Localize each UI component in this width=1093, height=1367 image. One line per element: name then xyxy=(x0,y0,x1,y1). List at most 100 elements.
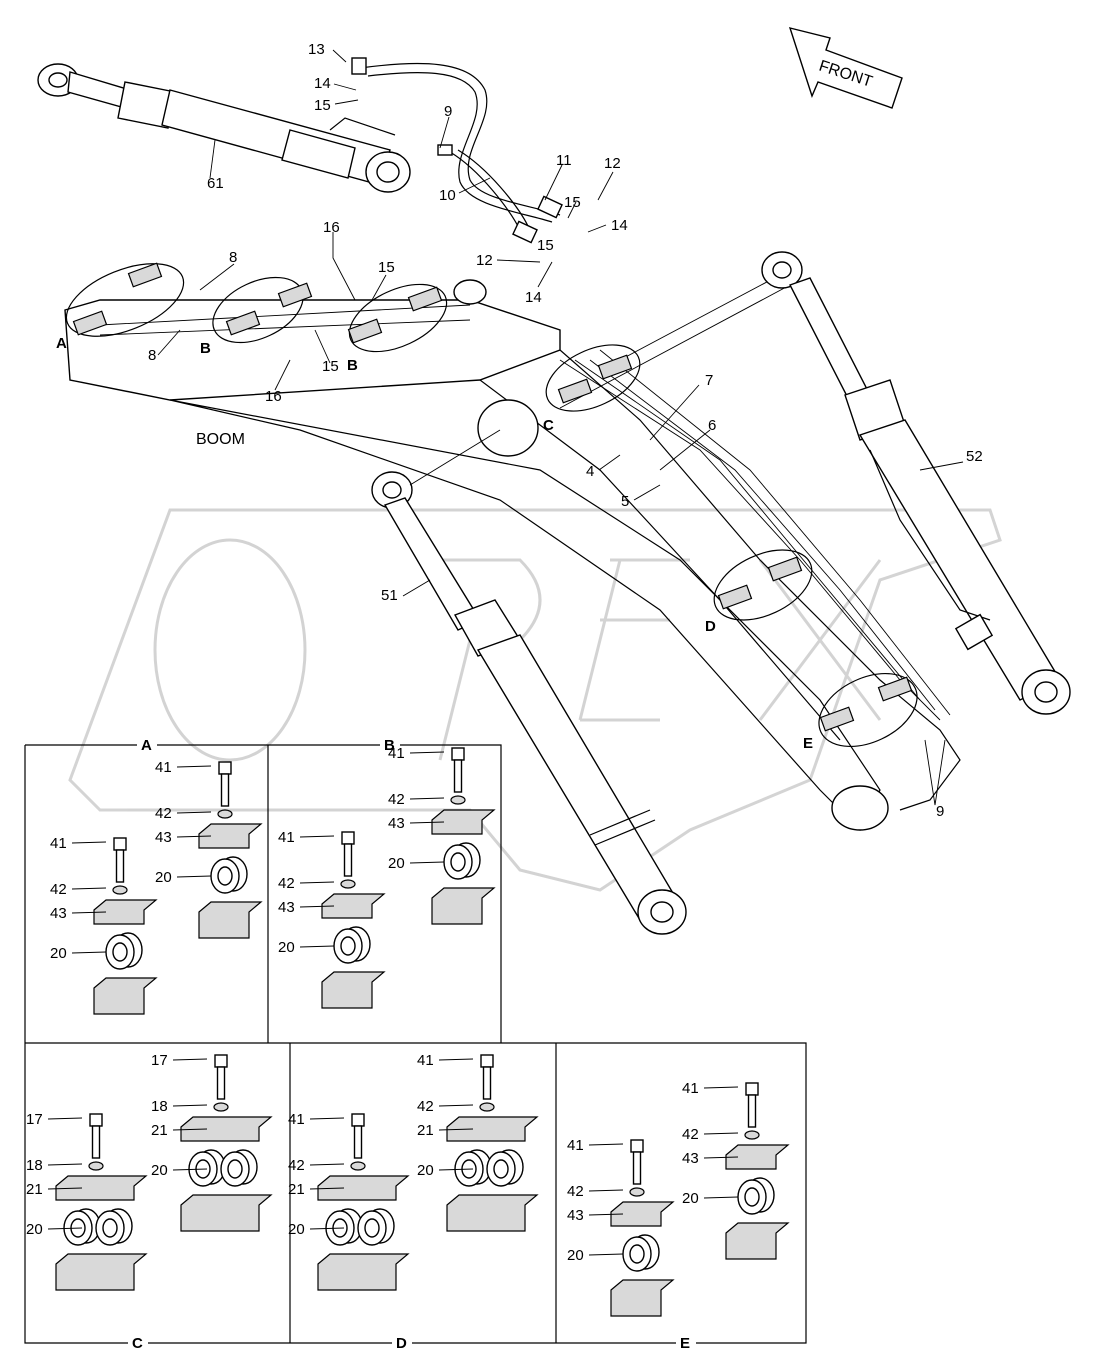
label-8b: 8 xyxy=(148,347,156,364)
callout-circles xyxy=(65,263,918,747)
label-15c: 15 xyxy=(537,237,554,254)
clamp-holder xyxy=(317,1253,410,1291)
front-arrow: FRONT xyxy=(788,27,903,109)
callout-b1: B xyxy=(200,340,211,357)
label-bolt: 41 xyxy=(50,835,67,852)
clamp-holder xyxy=(321,971,386,1009)
bushing-bore xyxy=(340,936,356,956)
bolt-shank xyxy=(91,1125,101,1159)
label-16: 16 xyxy=(323,219,340,236)
label-plate: 21 xyxy=(151,1122,168,1139)
bushing-bore xyxy=(227,1159,243,1179)
label-bushing: 20 xyxy=(388,855,405,872)
label-13: 13 xyxy=(308,41,325,58)
label-bushing: 20 xyxy=(155,869,172,886)
callout-e: E xyxy=(803,735,813,752)
bolt-shank xyxy=(216,1066,226,1100)
bolt-head xyxy=(341,831,355,845)
label-bolt: 41 xyxy=(155,759,172,776)
washer xyxy=(744,1130,760,1140)
label-bolt: 41 xyxy=(288,1111,305,1128)
label-61: 61 xyxy=(207,175,224,192)
label-bushing: 20 xyxy=(50,945,67,962)
clamp-holder xyxy=(93,977,158,1015)
bolt-shank xyxy=(747,1094,757,1128)
label-bolt: 41 xyxy=(278,829,295,846)
label-5: 5 xyxy=(621,493,629,510)
hose-assembly xyxy=(351,57,563,244)
label-washer: 18 xyxy=(151,1098,168,1115)
detail-frames: A B C D E xyxy=(24,737,807,1352)
bushing-bore xyxy=(493,1159,509,1179)
clamp-plate xyxy=(446,1116,539,1142)
washer xyxy=(88,1161,104,1171)
label-bolt: 17 xyxy=(26,1111,43,1128)
label-washer: 18 xyxy=(26,1157,43,1174)
label-15d: 15 xyxy=(378,259,395,276)
label-8: 8 xyxy=(229,249,237,266)
bolt-head xyxy=(89,1113,103,1127)
callout-b2: B xyxy=(347,357,358,374)
callout-d: D xyxy=(705,618,716,635)
cylinder-51 xyxy=(371,429,687,935)
clamp-plate xyxy=(725,1144,790,1170)
bolt-shank xyxy=(115,849,125,883)
leader-lines xyxy=(157,49,964,806)
clamp-holder xyxy=(180,1194,273,1232)
cylinder-52 xyxy=(761,251,1071,715)
label-washer: 42 xyxy=(155,805,172,822)
label-plate: 21 xyxy=(288,1181,305,1198)
bolt-head xyxy=(214,1054,228,1068)
bolt-shank xyxy=(453,759,463,793)
label-14b: 14 xyxy=(611,217,628,234)
clamp-plate xyxy=(55,1175,148,1201)
label-12: 12 xyxy=(604,155,621,172)
boom-structure xyxy=(64,279,961,832)
clamp-plate xyxy=(610,1201,675,1227)
label-plate: 21 xyxy=(417,1122,434,1139)
main-labels: 13 14 15 9 10 11 12 15 14 12 14 15 16 15… xyxy=(56,41,983,820)
bolt-head xyxy=(218,761,232,775)
boom-label: BOOM xyxy=(196,431,245,448)
label-plate: 43 xyxy=(567,1207,584,1224)
label-9: 9 xyxy=(444,103,452,120)
clamp-holder xyxy=(55,1253,148,1291)
clamp-holder xyxy=(725,1222,790,1260)
label-10: 10 xyxy=(439,187,456,204)
clamp-plate xyxy=(198,823,263,849)
washer xyxy=(479,1102,495,1112)
clamp-holder xyxy=(610,1279,675,1317)
label-bushing: 20 xyxy=(151,1162,168,1179)
label-bushing: 20 xyxy=(567,1247,584,1264)
bolt-head xyxy=(351,1113,365,1127)
callout-a: A xyxy=(56,335,67,352)
washer xyxy=(350,1161,366,1171)
bolt-shank xyxy=(343,843,353,877)
label-11: 11 xyxy=(556,152,572,169)
bushing-bore xyxy=(744,1187,760,1207)
detail-c-title: C xyxy=(132,1335,143,1352)
washer xyxy=(340,879,356,889)
label-washer: 42 xyxy=(278,875,295,892)
label-bolt: 41 xyxy=(682,1080,699,1097)
label-bolt: 41 xyxy=(388,745,405,762)
clamp-plate xyxy=(321,893,386,919)
label-15b: 15 xyxy=(564,194,581,211)
clamp-holder xyxy=(198,901,263,939)
callout-c: C xyxy=(543,417,554,434)
label-bushing: 20 xyxy=(682,1190,699,1207)
label-12b: 12 xyxy=(476,252,493,269)
clamp-holder xyxy=(431,887,496,925)
label-washer: 42 xyxy=(567,1183,584,1200)
bolt-head xyxy=(451,747,465,761)
bushing-bore xyxy=(629,1244,645,1264)
washer xyxy=(450,795,466,805)
label-plate: 21 xyxy=(26,1181,43,1198)
label-bushing: 20 xyxy=(26,1221,43,1238)
